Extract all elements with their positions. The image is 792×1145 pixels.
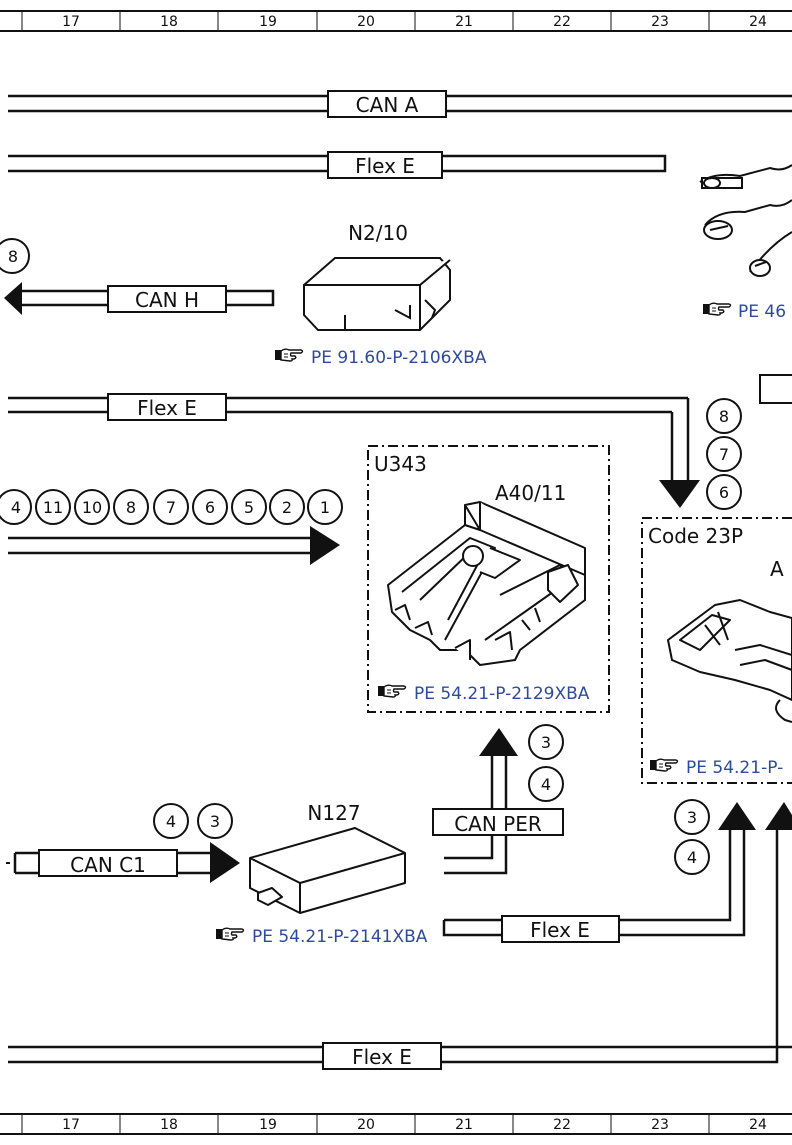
u343-label: U343 xyxy=(374,452,427,476)
flex-e-mid-bus: Flex E xyxy=(8,393,700,508)
ruler-bottom-17: 17 xyxy=(62,1117,80,1133)
ruler-top-22: 22 xyxy=(553,14,571,30)
svg-text:8: 8 xyxy=(8,247,18,266)
can-a-label: CAN A xyxy=(356,93,419,117)
n127-ref-text: PE 54.21-P-2141XBA xyxy=(252,927,428,947)
svg-text:4: 4 xyxy=(687,848,697,867)
flex-e-lower-bus: Flex E xyxy=(442,802,756,943)
code23p-ref-text: PE 54.21-P- xyxy=(686,758,783,778)
svg-text:4: 4 xyxy=(166,812,176,831)
ruler-top-20: 20 xyxy=(357,14,375,30)
flex-e-top-label: Flex E xyxy=(355,154,415,178)
svg-text:3: 3 xyxy=(687,808,697,827)
svg-text:4: 4 xyxy=(11,498,21,517)
svg-text:8: 8 xyxy=(719,407,729,426)
svg-text:3: 3 xyxy=(541,733,551,752)
svg-text:6: 6 xyxy=(719,483,729,502)
ruler-bottom-21: 21 xyxy=(455,1117,473,1133)
svg-text:7: 7 xyxy=(719,445,729,464)
partial-box-right xyxy=(759,374,792,404)
ruler-top-21: 21 xyxy=(455,14,473,30)
partial-ref-top-right-text: PE 46 xyxy=(738,302,786,322)
bottom-ruler: 17 18 19 20 21 22 23 24 xyxy=(0,1113,792,1135)
circles-code23p: 3 4 xyxy=(674,799,710,875)
svg-text:1: 1 xyxy=(320,498,330,517)
flex-e-lower-label: Flex E xyxy=(530,918,590,942)
svg-text:8: 8 xyxy=(126,498,136,517)
flex-e-mid-label: Flex E xyxy=(137,396,197,420)
arrow-to-u343 xyxy=(8,526,340,565)
partial-ref-top-right: PE 46 xyxy=(702,302,786,322)
svg-text:3: 3 xyxy=(210,812,220,831)
ruler-bottom-20: 20 xyxy=(357,1117,375,1133)
ruler-top-23: 23 xyxy=(651,14,669,30)
ruler-top-24: 24 xyxy=(749,14,767,30)
a40-11-drawing xyxy=(387,501,586,666)
n2-10-ref: PE 91.60-P-2106XBA xyxy=(274,348,487,368)
ruler-bottom-19: 19 xyxy=(259,1117,277,1133)
code23p-component-label: A xyxy=(770,557,784,581)
svg-text:2: 2 xyxy=(282,498,292,517)
ruler-top-18: 18 xyxy=(160,14,178,30)
svg-text:11: 11 xyxy=(43,498,63,517)
sensor-partial-top-right xyxy=(699,164,792,277)
a40-11-ref-text: PE 54.21-P-2129XBA xyxy=(414,684,590,704)
can-h-label: CAN H xyxy=(135,288,199,312)
svg-text:4: 4 xyxy=(541,775,551,794)
ruler-bottom-24: 24 xyxy=(749,1117,767,1133)
svg-text:7: 7 xyxy=(166,498,176,517)
flex-e-bottom-label: Flex E xyxy=(352,1045,412,1069)
ruler-top-19: 19 xyxy=(259,14,277,30)
a40-11-label: A40/11 xyxy=(495,481,566,505)
n127-ref: PE 54.21-P-2141XBA xyxy=(215,927,428,947)
code23p-label: Code 23P xyxy=(648,524,743,548)
svg-text:10: 10 xyxy=(82,498,102,517)
can-c1-bus: CAN C1 xyxy=(6,842,240,883)
top-ruler: 17 18 19 20 21 22 23 24 xyxy=(0,10,792,32)
flex-e-top-bus: Flex E xyxy=(8,151,667,179)
n2-10-ref-text: PE 91.60-P-2106XBA xyxy=(311,348,487,368)
can-c1-label: CAN C1 xyxy=(70,853,146,877)
circle-8-left: 8 xyxy=(0,238,30,274)
n127-label: N127 xyxy=(307,801,360,825)
n127-component: N127 xyxy=(249,801,406,914)
n2-10-component: N2/10 xyxy=(303,221,451,331)
svg-text:6: 6 xyxy=(205,498,215,517)
code23p-group: Code 23P A PE 54.21-P- xyxy=(641,517,792,784)
can-per-label: CAN PER xyxy=(454,812,542,836)
can-per-bus: CAN PER xyxy=(432,728,564,875)
circles-right-column: 8 7 6 xyxy=(706,398,742,510)
can-a-bus: CAN A xyxy=(8,90,792,118)
ruler-bottom-23: 23 xyxy=(651,1117,669,1133)
svg-text:5: 5 xyxy=(244,498,254,517)
circles-n127: 4 3 xyxy=(153,803,233,839)
n2-10-label: N2/10 xyxy=(348,221,408,245)
circles-arrow-row: 4 11 10 8 7 6 5 2 1 xyxy=(0,489,343,525)
ruler-top-17: 17 xyxy=(62,14,80,30)
ruler-bottom-22: 22 xyxy=(553,1117,571,1133)
ruler-bottom-18: 18 xyxy=(160,1117,178,1133)
flex-e-bottom-bus: Flex E xyxy=(8,802,792,1070)
can-h-bus: CAN H xyxy=(4,282,275,315)
circles-can-per: 3 4 xyxy=(528,724,564,802)
u343-group: U343 A40/11 PE 54.21-P-2129XBA xyxy=(367,445,610,713)
code23p-drawing xyxy=(667,599,792,723)
